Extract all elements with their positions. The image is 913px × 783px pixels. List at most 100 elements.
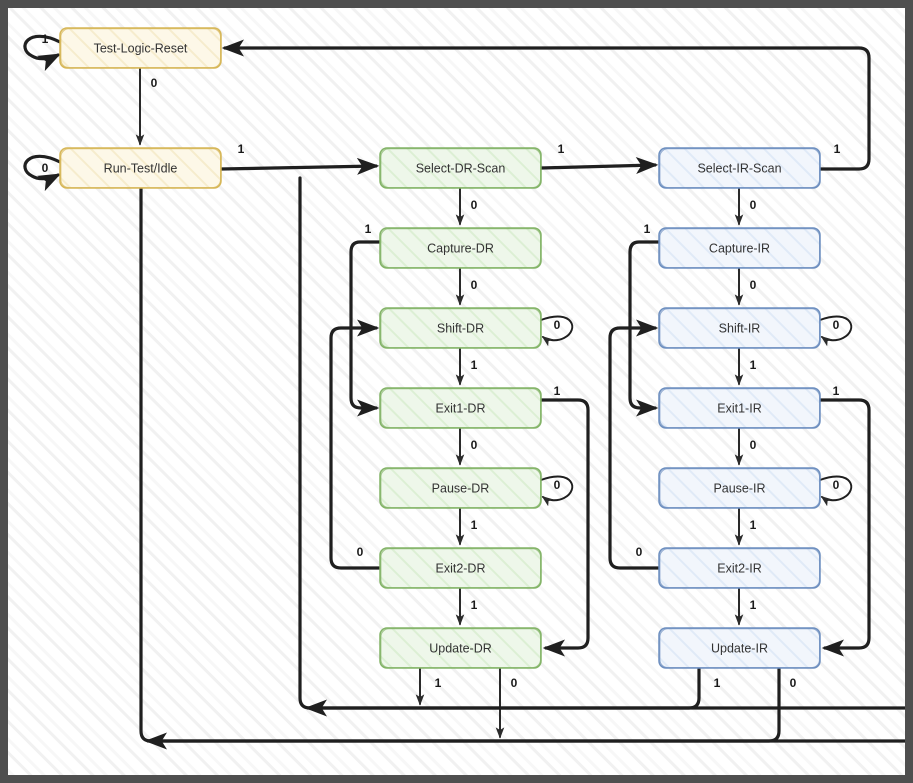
edge-e2dr-shdr: [329, 319, 382, 570]
edge-label-pir-pir-0: 0: [833, 478, 840, 492]
state-node-sketch-outline: [380, 148, 541, 189]
edge-label-e2ir-shir-0: 0: [636, 545, 643, 559]
state-node-sketch-outline: [659, 548, 821, 589]
edge-label-tlr-rti-0: 0: [151, 76, 158, 90]
edge-label-rti-sdrs-1: 1: [238, 142, 245, 156]
state-node-cir[interactable]: Capture-IR: [658, 227, 821, 269]
state-node-label: Update-IR: [711, 641, 768, 655]
state-node-label: Pause-IR: [713, 481, 765, 495]
edge-label-e1dr-udr-1: 1: [554, 384, 561, 398]
edge-label-shdr-e1dr-1: 1: [471, 358, 478, 372]
state-node-udr[interactable]: Update-DR: [379, 627, 542, 669]
state-node-e2dr[interactable]: Exit2-DR: [379, 547, 542, 589]
state-node-label: Select-IR-Scan: [697, 161, 781, 175]
edge-e2ir-shir: [608, 319, 661, 570]
edge-label-e2dr-shdr-0: 0: [357, 545, 364, 559]
state-node-label: Test-Logic-Reset: [94, 41, 188, 55]
state-node-label: Exit1-IR: [717, 401, 761, 415]
edge-pdr-self: [540, 475, 574, 507]
edge-label-uir-rti-0: 0: [790, 676, 797, 690]
state-node-sketch-outline: [60, 148, 222, 189]
edge-label-e2dr-udr-1: 1: [471, 598, 478, 612]
edge-label-sirs-cir-0: 0: [750, 198, 757, 212]
state-node-label: Capture-IR: [709, 241, 770, 255]
state-node-rti[interactable]: Run-Test/Idle: [59, 147, 222, 189]
state-node-label: Update-DR: [429, 641, 492, 655]
edge-label-sdrs-cdr-0: 0: [471, 198, 478, 212]
edge-tlr-self: [23, 34, 62, 72]
edge-label-tlr-tlr-1: 1: [42, 32, 49, 46]
edge-uir-rti: [144, 666, 781, 750]
state-node-cdr[interactable]: Capture-DR: [379, 227, 542, 269]
edge-label-e1ir-pir-0: 0: [750, 438, 757, 452]
state-node-sketch-outline: [659, 308, 821, 349]
edge-label-pir-e2ir-1: 1: [750, 518, 757, 532]
edge-label-shdr-shdr-0: 0: [554, 318, 561, 332]
edge-label-cdr-shdr-0: 0: [471, 278, 478, 292]
state-node-label: Exit1-DR: [435, 401, 485, 415]
edge-rti-sdrs: [219, 157, 380, 175]
edge-e1ir-uir: [818, 398, 871, 657]
state-node-label: Exit2-IR: [717, 561, 761, 575]
state-node-e1ir[interactable]: Exit1-IR: [658, 387, 821, 429]
edge-layer: [23, 34, 905, 750]
state-node-label: Pause-DR: [432, 481, 490, 495]
state-node-label: Run-Test/Idle: [104, 161, 178, 175]
state-node-shir[interactable]: Shift-IR: [658, 307, 821, 349]
edge-label-sirs-tlr-1: 1: [834, 142, 841, 156]
state-node-sketch-outline: [380, 548, 541, 589]
state-node-label: Select-DR-Scan: [416, 161, 506, 175]
edge-label-udr-sdrs-1: 1: [435, 676, 442, 690]
edge-label-pdr-pdr-0: 0: [554, 478, 561, 492]
edge-label-shir-shir-0: 0: [833, 318, 840, 332]
edge-label-udr-rti-0: 0: [511, 676, 518, 690]
edge-label-cdr-e1dr-1: 1: [365, 222, 372, 236]
state-node-sketch-outline: [380, 388, 541, 429]
edge-shdr-self: [540, 315, 574, 347]
edge-pir-self: [819, 475, 853, 507]
state-node-sketch-outline: [380, 228, 541, 269]
edge-uir-sdrs: [304, 666, 701, 717]
edge-label-e1ir-uir-1: 1: [833, 384, 840, 398]
state-node-sketch-outline: [659, 468, 821, 509]
state-node-label: Shift-DR: [437, 321, 484, 335]
edge-label-cir-e1ir-1: 1: [644, 222, 651, 236]
state-node-e2ir[interactable]: Exit2-IR: [658, 547, 821, 589]
state-node-sketch-outline: [60, 28, 222, 69]
state-node-uir[interactable]: Update-IR: [658, 627, 821, 669]
edge-label-pdr-e2dr-1: 1: [471, 518, 478, 532]
state-node-pdr[interactable]: Pause-DR: [379, 467, 542, 509]
state-node-sketch-outline: [380, 628, 541, 669]
state-node-label: Shift-IR: [719, 321, 761, 335]
edge-shir-self: [819, 315, 853, 347]
state-node-sketch-outline: [659, 388, 821, 429]
state-node-sirs[interactable]: Select-IR-Scan: [658, 147, 821, 189]
edge-sdrs-sirs: [539, 156, 659, 175]
edge-cir-e1ir: [628, 240, 661, 417]
edge-sirs-tlr: [221, 39, 871, 171]
edge-e1dr-udr: [539, 398, 590, 657]
edge-rti-self: [23, 154, 62, 192]
state-node-sketch-outline: [659, 148, 821, 189]
state-node-label: Exit2-DR: [435, 561, 485, 575]
state-node-sketch-outline: [659, 628, 821, 669]
state-node-sketch-outline: [380, 468, 541, 509]
state-node-e1dr[interactable]: Exit1-DR: [379, 387, 542, 429]
edge-label-rti-rti-0: 0: [42, 161, 49, 175]
edge-label-sdrs-sirs-1: 1: [558, 142, 565, 156]
edge-label-e2ir-uir-1: 1: [750, 598, 757, 612]
edge-label-e1dr-pdr-0: 0: [471, 438, 478, 452]
state-node-sketch-outline: [659, 228, 821, 269]
state-node-sketch-outline: [380, 308, 541, 349]
edge-label-uir-sdrs-1: 1: [714, 676, 721, 690]
state-node-shdr[interactable]: Shift-DR: [379, 307, 542, 349]
state-node-sdrs[interactable]: Select-DR-Scan: [379, 147, 542, 189]
state-node-pir[interactable]: Pause-IR: [658, 467, 821, 509]
state-node-label: Capture-DR: [427, 241, 494, 255]
state-node-tlr[interactable]: Test-Logic-Reset: [59, 27, 222, 69]
edge-label-cir-shir-0: 0: [750, 278, 757, 292]
